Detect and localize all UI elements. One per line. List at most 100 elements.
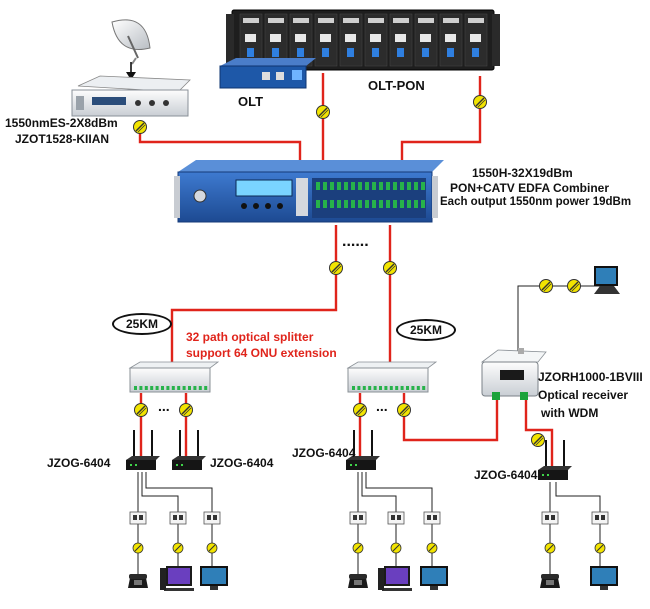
tv-screen [422,568,446,584]
socket-icon [169,511,187,554]
router-icon [126,430,160,470]
splitter-port [368,386,372,390]
olt-card-label [343,18,359,23]
edfa-output-port [316,200,320,208]
olt-card-port [370,34,381,42]
router-top [538,466,572,470]
connector-mark [138,407,147,416]
edfa-output-port [344,182,348,190]
transmitter-model2-label: JZOT1528-KIIAN [15,132,110,146]
connector-mark [533,435,543,445]
olt-card-sfp [372,48,379,57]
edfa-output-port [358,182,362,190]
connector-mark [535,437,544,446]
socket-port [179,515,183,520]
pc-icon [378,566,412,591]
splitter-left-dots: ... [158,398,170,414]
olt-chassis [226,9,500,71]
optical-transmitter [71,75,191,117]
olt-card-sfp [247,48,254,57]
socket-port [391,515,395,520]
connector-mark [387,265,396,274]
onu-label-2: JZOG-6404 [210,456,274,470]
connector-icon [397,403,411,417]
socket-plate [423,511,441,525]
connector-icon [316,105,330,119]
socket-port [427,515,431,520]
socket-port [551,515,555,520]
receiver-wdm-label: with WDM [541,406,599,420]
socket-plate [541,511,559,525]
splitter-port [193,386,197,390]
olt-card-label [318,18,334,23]
socket-plate [169,511,187,525]
router-led [130,464,132,466]
connector-icon [390,542,402,554]
edfa-output-port [316,182,320,190]
olt-card-sfp [322,48,329,57]
socket-port [213,515,217,520]
splitter-right-dots: ... [376,398,388,414]
pc-tower [160,568,166,590]
socket-group [129,511,609,554]
edfa-output-port [372,200,376,208]
splitter-port [139,386,143,390]
phone-icon [128,574,148,588]
connector-mark [541,281,551,291]
edfa-output-port [330,182,334,190]
connector-mark [137,124,146,133]
phone-handset [541,574,559,579]
edfa-model-label: 1550H-32X19dBm [472,166,573,180]
splitter-right [346,361,438,393]
splitter-port [357,386,361,390]
router-top [172,456,206,460]
splitter-desc-line2: support 64 ONU extension [186,346,337,360]
distance-badge-left: 25KM [112,313,172,335]
phone-icon [348,574,368,588]
tv-stand [430,586,438,590]
connector-mark [543,283,552,292]
connector-icon [179,403,193,417]
receiver-model-label: JZORH1000-1BVIII [538,370,643,384]
connector-icon [132,542,144,554]
connector-mark [475,97,485,107]
edfa-power-label: Each output 1550nm power 19dBm [440,196,632,208]
connector-icon [172,542,184,554]
olt-card-label [418,18,434,23]
connector-mark [596,544,604,552]
olt-card-label [293,18,309,23]
edfa-output-port [421,200,425,208]
olt-card-label [468,18,484,23]
splitter-port [352,386,355,390]
tv-icon [590,566,618,590]
connector-icon [567,279,581,293]
connector-icon [539,279,553,293]
socket-icon [387,511,405,554]
olt-card-port [245,34,256,42]
connector-mark [546,544,554,552]
olt-card-sfp [272,48,279,57]
router-led [181,464,183,466]
olt-card-port [395,34,406,42]
splitter-desc-line1: 32 path optical splitter [186,330,314,344]
tv-icon [594,266,620,294]
edfa-output-port [337,182,341,190]
router-led [350,464,352,466]
edfa-output-port [372,182,376,190]
socket-icon [423,511,441,554]
edfa-output-port [379,182,383,190]
phone-keypad [134,580,142,585]
olt-card-port [295,34,306,42]
olt-label: OLT [238,94,264,109]
edfa-output-port [421,182,425,190]
edfa-output-port [386,200,390,208]
socket-port [353,515,357,520]
olt-pon-label: OLT-PON [368,78,425,93]
olt-card-sfp [297,48,304,57]
router-icon [346,430,380,470]
edfa-output-port [365,182,369,190]
socket-plate [387,511,405,525]
connector-icon [352,542,364,554]
